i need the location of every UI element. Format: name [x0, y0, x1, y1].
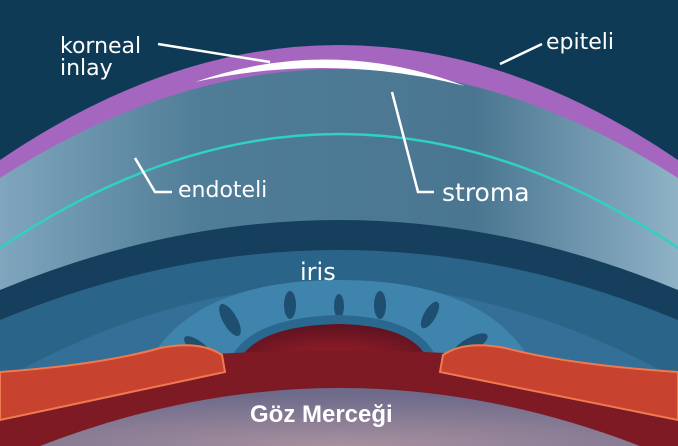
- label-endothelium: endoteli: [178, 178, 268, 203]
- ciliary-left: [0, 344, 227, 422]
- label-epithelium: epiteli: [546, 30, 614, 55]
- lens: [40, 388, 640, 446]
- ciliary-right: [438, 344, 678, 422]
- label-corneal-inlay-line1: korneal: [60, 34, 142, 59]
- corneal-inlay: [195, 59, 465, 86]
- label-lens: Göz Merceği: [250, 401, 393, 428]
- label-stroma: stroma: [442, 178, 530, 207]
- label-corneal-inlay-line2: inlay: [60, 56, 113, 81]
- leader-lines: [133, 42, 543, 194]
- label-iris: iris: [300, 258, 336, 286]
- endothelium-line: [0, 132, 678, 250]
